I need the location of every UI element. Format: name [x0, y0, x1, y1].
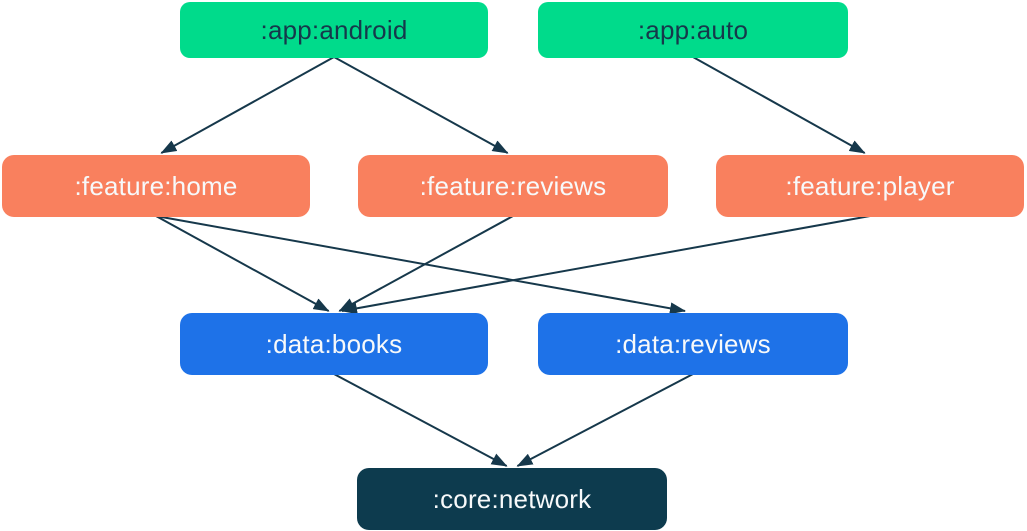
- node-data-books: :data:books: [180, 313, 488, 375]
- node-feature-reviews: :feature:reviews: [358, 155, 668, 217]
- node-label: :app:auto: [637, 14, 749, 45]
- node-data-reviews: :data:reviews: [538, 313, 848, 375]
- node-label: :data:books: [265, 328, 403, 359]
- arrow-feature-reviews-to-data-books: [338, 215, 514, 312]
- arrow-feature-player-to-data-books: [341, 215, 871, 315]
- arrow-app-android-to-feature-reviews: [333, 56, 509, 154]
- node-label: :core:network: [432, 483, 592, 514]
- node-app-android: :app:android: [180, 2, 488, 58]
- node-label: :feature:player: [785, 170, 955, 201]
- arrow-feature-home-to-data-reviews: [155, 215, 686, 315]
- node-core-network: :core:network: [357, 468, 667, 530]
- dependency-arrows: [155, 56, 871, 467]
- arrow-app-android-to-feature-home: [160, 56, 335, 154]
- arrow-data-reviews-to-core-network: [516, 373, 694, 467]
- node-label: :app:android: [260, 14, 408, 45]
- node-app-auto: :app:auto: [538, 2, 848, 58]
- node-feature-player: :feature:player: [716, 155, 1024, 217]
- arrow-data-books-to-core-network: [333, 373, 508, 467]
- arrow-feature-home-to-data-books: [155, 215, 330, 312]
- node-label: :data:reviews: [615, 328, 771, 359]
- arrow-app-auto-to-feature-player: [692, 56, 866, 154]
- node-feature-home: :feature:home: [2, 155, 310, 217]
- node-label: :feature:reviews: [419, 170, 607, 201]
- node-label: :feature:home: [74, 170, 238, 201]
